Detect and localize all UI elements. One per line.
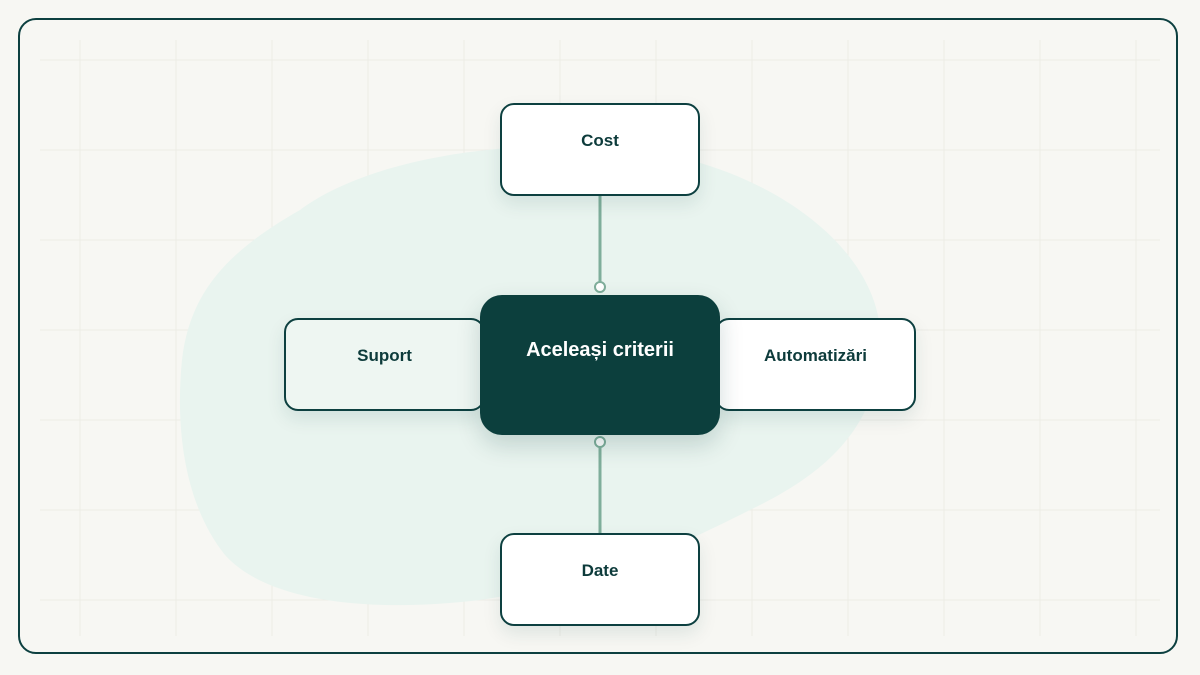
node-date[interactable]: Date [500,533,700,626]
center-node[interactable]: Aceleași criterii [480,295,720,435]
node-support-label: Suport [357,346,412,365]
node-date-label: Date [581,561,619,580]
node-automation[interactable]: Automatizări [715,318,916,411]
center-node-label: Aceleași criterii [526,339,674,361]
connector-handle-bottom [594,436,606,448]
node-cost-label: Cost [581,131,619,150]
node-support[interactable]: Suport [284,318,485,411]
node-cost[interactable]: Cost [500,103,700,196]
node-automation-label: Automatizări [764,346,867,365]
connector-handle-top [594,281,606,293]
